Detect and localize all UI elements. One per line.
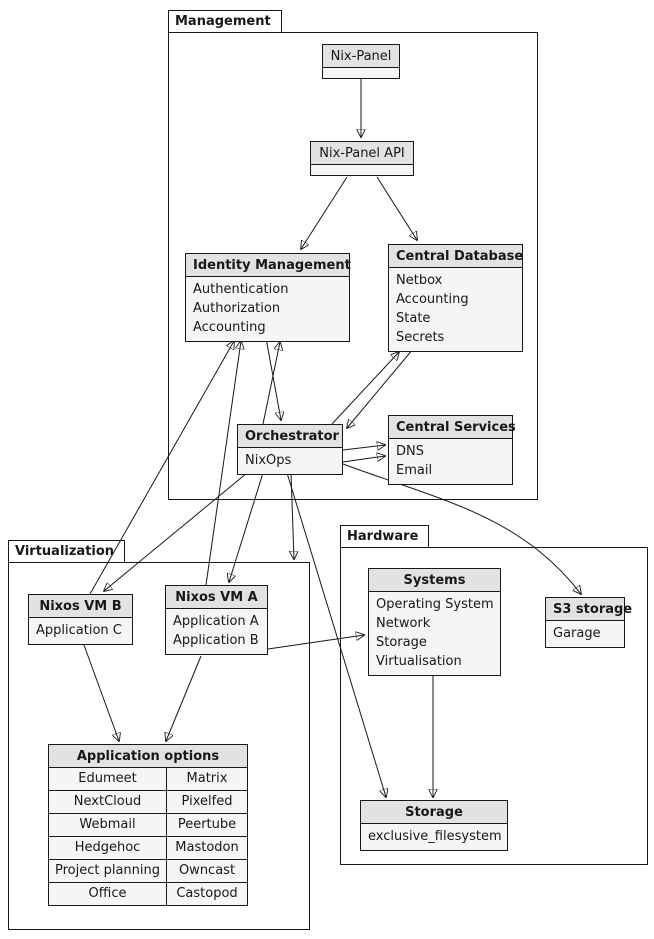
application-options-table: Edumeet Matrix NextCloud Pixelfed Webmai… — [49, 768, 247, 905]
node-body: exclusive_filesystem — [361, 824, 507, 850]
node-application-options: Application options Edumeet Matrix NextC… — [48, 744, 248, 906]
node-body: Netbox Accounting State Secrets — [389, 268, 522, 351]
package-label: Virtualization — [15, 544, 115, 559]
attribute: DNS — [396, 444, 424, 459]
attribute: Operating System — [376, 597, 494, 612]
table-cell: Pixelfed — [167, 790, 247, 813]
node-body: Application A Application B — [166, 609, 267, 654]
table-cell: NextCloud — [49, 790, 167, 813]
table-cell: Castopod — [167, 882, 247, 905]
node-title: Nixos VM B — [29, 595, 132, 618]
node-storage: Storage exclusive_filesystem — [360, 800, 508, 851]
node-title: Orchestrator — [238, 425, 342, 448]
node-nix-panel-api: Nix-Panel API — [310, 141, 414, 176]
attribute: Application B — [173, 633, 259, 648]
attribute: Secrets — [396, 330, 445, 345]
package-tab-virtualization: Virtualization — [8, 540, 126, 563]
attribute: Accounting — [193, 320, 266, 335]
attribute: Virtualisation — [376, 654, 462, 669]
node-body: Application C — [29, 618, 132, 644]
node-body: Garage — [546, 621, 624, 647]
table-cell: Hedgehoc — [49, 836, 167, 859]
node-central-services: Central Services DNS Email — [388, 415, 516, 485]
node-title: Nix-Panel API — [311, 142, 413, 165]
node-body — [323, 68, 399, 78]
node-body: Operating System Network Storage Virtual… — [369, 592, 500, 675]
attribute: Authentication — [193, 282, 289, 297]
attribute: Network — [376, 616, 431, 631]
table-cell: Office — [49, 882, 167, 905]
attribute: Authorization — [193, 301, 281, 316]
attribute: exclusive_filesystem — [368, 829, 502, 844]
node-nixos-vm-b: Nixos VM B Application C — [28, 594, 133, 645]
node-title: Systems — [369, 569, 500, 592]
package-tab-hardware: Hardware — [340, 525, 430, 548]
attribute: Garage — [553, 626, 601, 641]
node-title: Central Services — [389, 416, 516, 439]
node-title: Nix-Panel — [323, 45, 399, 68]
node-title: Central Database — [389, 245, 523, 268]
attribute: Storage — [376, 635, 427, 650]
table-cell: Project planning — [49, 859, 167, 882]
node-identity-management: Identity Management Authentication Autho… — [185, 253, 351, 342]
node-central-database: Central Database Netbox Accounting State… — [388, 244, 523, 352]
attribute: NixOps — [245, 453, 292, 468]
node-body: NixOps — [238, 448, 342, 474]
node-body: Authentication Authorization Accounting — [186, 277, 349, 341]
node-title: Identity Management — [186, 254, 351, 277]
attribute: State — [396, 311, 431, 326]
node-nix-panel: Nix-Panel — [322, 44, 400, 79]
node-body: DNS Email — [389, 439, 512, 484]
attribute: Accounting — [396, 292, 469, 307]
table-cell: Webmail — [49, 813, 167, 836]
node-title: Nixos VM A — [166, 586, 267, 609]
table-cell: Mastodon — [167, 836, 247, 859]
table-cell: Matrix — [167, 768, 247, 790]
attribute: Application A — [173, 614, 259, 629]
attribute: Application C — [36, 623, 122, 638]
package-label: Management — [175, 14, 271, 29]
node-nixos-vm-a: Nixos VM A Application A Application B — [165, 585, 268, 655]
node-systems: Systems Operating System Network Storage… — [368, 568, 501, 676]
table-cell: Edumeet — [49, 768, 167, 790]
node-title: Application options — [49, 745, 247, 768]
attribute: Netbox — [396, 273, 443, 288]
node-title: Storage — [361, 801, 507, 824]
table-cell: Peertube — [167, 813, 247, 836]
package-label: Hardware — [347, 529, 419, 544]
table-cell: Owncast — [167, 859, 247, 882]
package-tab-management: Management — [168, 10, 282, 33]
attribute: Email — [396, 463, 433, 478]
node-body — [311, 165, 413, 175]
node-s3-storage: S3 storage Garage — [545, 597, 632, 648]
node-title: S3 storage — [546, 598, 632, 621]
node-orchestrator: Orchestrator NixOps — [237, 424, 343, 475]
